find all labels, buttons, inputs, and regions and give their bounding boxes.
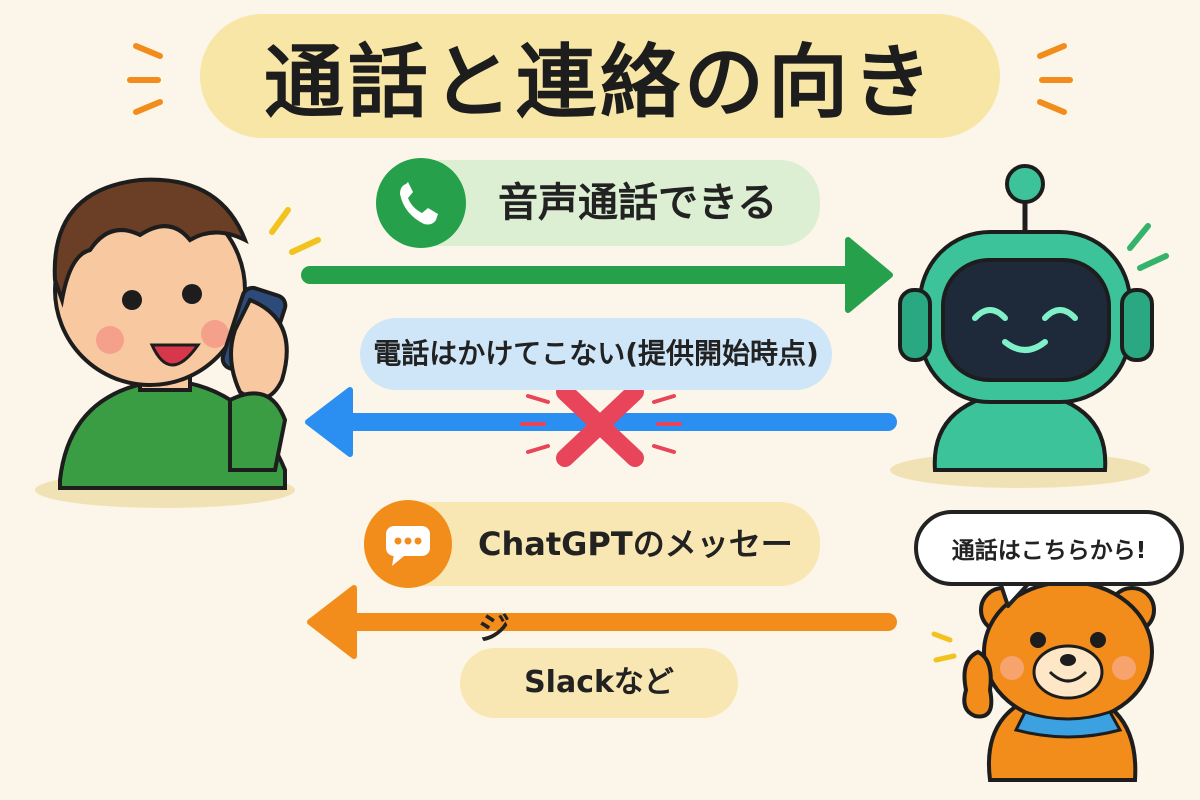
robot-sparkles — [1127, 223, 1169, 271]
no-call-label-pill: 電話はかけてこない(提供開始時点) — [360, 318, 832, 390]
chat-message-label-pill: ChatGPTのメッセージ — [364, 500, 820, 647]
phone-icon — [376, 158, 466, 248]
chat-bubble-icon — [364, 500, 452, 588]
voice-call-label: 音声通話できる — [498, 180, 778, 226]
boy-illustration — [52, 177, 289, 490]
title-banner: 通話と連絡の向き — [200, 14, 1000, 138]
no-call-label: 電話はかけてこない(提供開始時点) — [373, 337, 819, 370]
bear-sparkles — [931, 631, 957, 663]
message-arrow — [307, 585, 897, 659]
robot-illustration — [898, 164, 1154, 472]
bear-illustration — [962, 580, 1156, 782]
slack-label: Slackなど — [524, 665, 674, 700]
voice-call-label-pill: 音声通話できる — [376, 158, 820, 248]
voice-call-arrow — [301, 237, 893, 313]
slack-label-pill: Slackなど — [460, 648, 738, 718]
no-call-arrow — [305, 387, 897, 457]
boy-sparkles — [269, 207, 321, 255]
bear-speech-bubble: 通話はこちらから! — [914, 510, 1184, 586]
page-title: 通話と連絡の向き — [264, 36, 936, 129]
bear-speech-text: 通話はこちらから! — [951, 538, 1147, 564]
cross-icon — [520, 383, 682, 467]
title-sparkles — [127, 43, 1073, 115]
chat-message-label: ChatGPTのメッセージ — [478, 525, 793, 647]
